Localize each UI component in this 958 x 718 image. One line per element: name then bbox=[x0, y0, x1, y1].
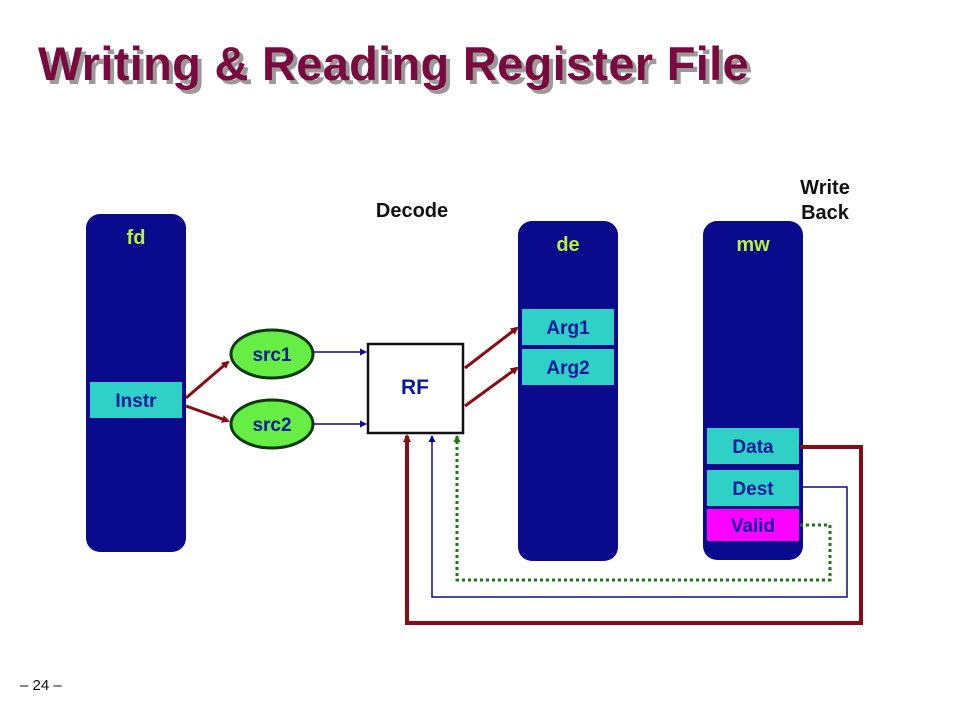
src1-label: src1 bbox=[252, 345, 292, 366]
rf-to-arg1-arrow bbox=[464, 326, 519, 370]
data-writeback-path bbox=[403, 434, 863, 625]
dest-field-label: Dest bbox=[732, 479, 774, 500]
write-back-line2: Back bbox=[801, 202, 849, 224]
rf-to-arg2-arrow bbox=[464, 366, 519, 408]
write-back-line1: Write bbox=[800, 177, 850, 199]
register-file bbox=[366, 342, 465, 435]
stage-label-write-back: Write Back bbox=[780, 176, 870, 226]
src1-node bbox=[229, 328, 315, 380]
arg2-field bbox=[520, 347, 616, 387]
data-field-label: Data bbox=[732, 437, 774, 458]
page-number: – 24 – bbox=[20, 677, 62, 694]
valid-writeback-path bbox=[453, 435, 832, 582]
instr-to-src2-arrow bbox=[185, 404, 230, 423]
instr-to-src1-arrow bbox=[185, 360, 230, 400]
slide-title: Writing & Reading Register File bbox=[38, 37, 749, 90]
fd-label: fd bbox=[127, 227, 146, 249]
de-label: de bbox=[556, 234, 579, 256]
register-file-label: RF bbox=[401, 376, 429, 399]
src2-label: src2 bbox=[252, 415, 291, 436]
decode-label: Decode bbox=[375, 200, 449, 222]
stage-label-decode: Decode bbox=[362, 199, 462, 224]
arg1-field bbox=[520, 307, 616, 347]
valid-field-label: Valid bbox=[731, 516, 775, 537]
instr-field bbox=[88, 380, 184, 420]
mw-label: mw bbox=[736, 234, 770, 256]
instr-field-label: Instr bbox=[115, 391, 157, 412]
dest-field bbox=[705, 468, 801, 508]
arg1-field-label: Arg1 bbox=[546, 318, 590, 339]
dest-writeback-path bbox=[428, 435, 848, 598]
de-register bbox=[518, 221, 618, 561]
data-field bbox=[705, 426, 801, 466]
arg2-field-label: Arg2 bbox=[546, 358, 589, 379]
